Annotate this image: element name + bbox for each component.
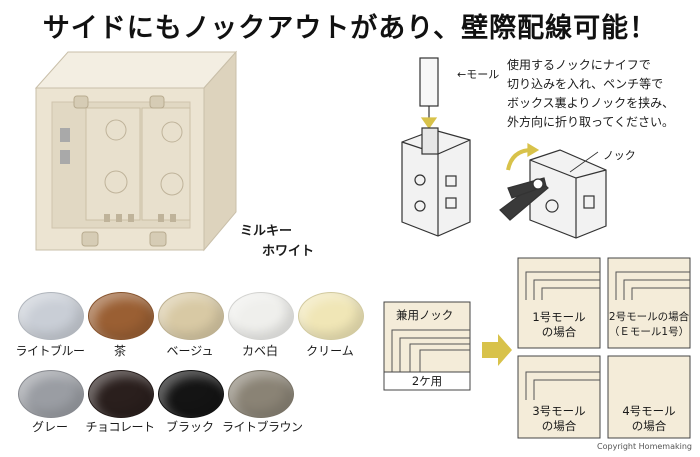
case-1-line1: 1号モール — [532, 310, 586, 324]
color-swatch-label: ブラック — [165, 420, 214, 434]
case-4-line1: 4号モール — [622, 404, 676, 418]
case-3-line1: 3号モール — [532, 404, 586, 418]
instruction-line: ボックス裏よりノックを挟み、 — [507, 96, 675, 110]
color-swatch — [88, 370, 154, 418]
case-drawings — [517, 257, 691, 439]
color-swatch — [228, 292, 294, 340]
shared-knock-footer: 2ケ用 — [411, 374, 443, 388]
color-swatch-label: チョコレート — [85, 420, 155, 434]
color-swatch — [228, 370, 294, 418]
case-4-line2: の場合 — [631, 419, 667, 433]
instruction-line: 使用するノックにナイフで — [507, 58, 651, 72]
variant-label: ミルキー ホワイト — [240, 222, 314, 262]
case-3: 3号モール の場合 — [518, 404, 600, 434]
variant-line1: ミルキー — [240, 224, 293, 239]
instruction-line: 切り込みを入れ、ペンチ等で — [507, 77, 664, 91]
case-1: 1号モール の場合 — [518, 310, 600, 340]
color-swatch-label: クリーム — [306, 344, 354, 358]
copyright-notice: Copyright Homemaking — [597, 442, 692, 451]
color-swatch — [18, 370, 84, 418]
case-2-sub: （Ｅモール1号） — [608, 326, 690, 338]
case-1-line2: の場合 — [541, 325, 577, 339]
knock-instructions: 使用するノックにナイフで 切り込みを入れ、ペンチ等で ボックス裏よりノックを挟み… — [507, 56, 697, 132]
direction-arrow — [482, 334, 512, 366]
mold-insert-illustration — [401, 57, 471, 237]
color-swatch-label: ライトブラウン — [222, 420, 303, 434]
color-swatch-label: ライトブルー — [15, 344, 85, 358]
case-3-line2: の場合 — [541, 419, 577, 433]
page-headline: サイドにもノックアウトがあり、壁際配線可能！ — [42, 13, 658, 44]
color-swatch — [88, 292, 154, 340]
outlet-box-photo — [34, 50, 238, 252]
color-swatch — [18, 292, 84, 340]
color-swatch — [298, 292, 364, 340]
pliers-illustration — [499, 142, 607, 239]
shared-knock-title: 兼用ノック — [396, 308, 454, 322]
variant-line2: ホワイト — [262, 244, 315, 259]
color-swatch — [158, 292, 224, 340]
knock-callout: ノック — [603, 149, 636, 162]
color-swatch-label: ベージュ — [166, 344, 214, 358]
instruction-line: 外方向に折り取ってください。 — [507, 115, 675, 129]
shared-knock-drawing — [383, 301, 471, 391]
case-4: 4号モール の場合 — [608, 404, 690, 434]
color-swatch — [158, 370, 224, 418]
color-swatch-label: カベ白 — [241, 344, 278, 358]
color-swatch-label: 茶 — [113, 344, 126, 358]
color-swatch-label: グレー — [31, 420, 68, 434]
case-2: 2号モールの場合 （Ｅモール1号） — [606, 310, 692, 339]
case-2-line1: 2号モールの場合 — [608, 311, 690, 323]
mold-callout: ←モール — [457, 68, 500, 81]
